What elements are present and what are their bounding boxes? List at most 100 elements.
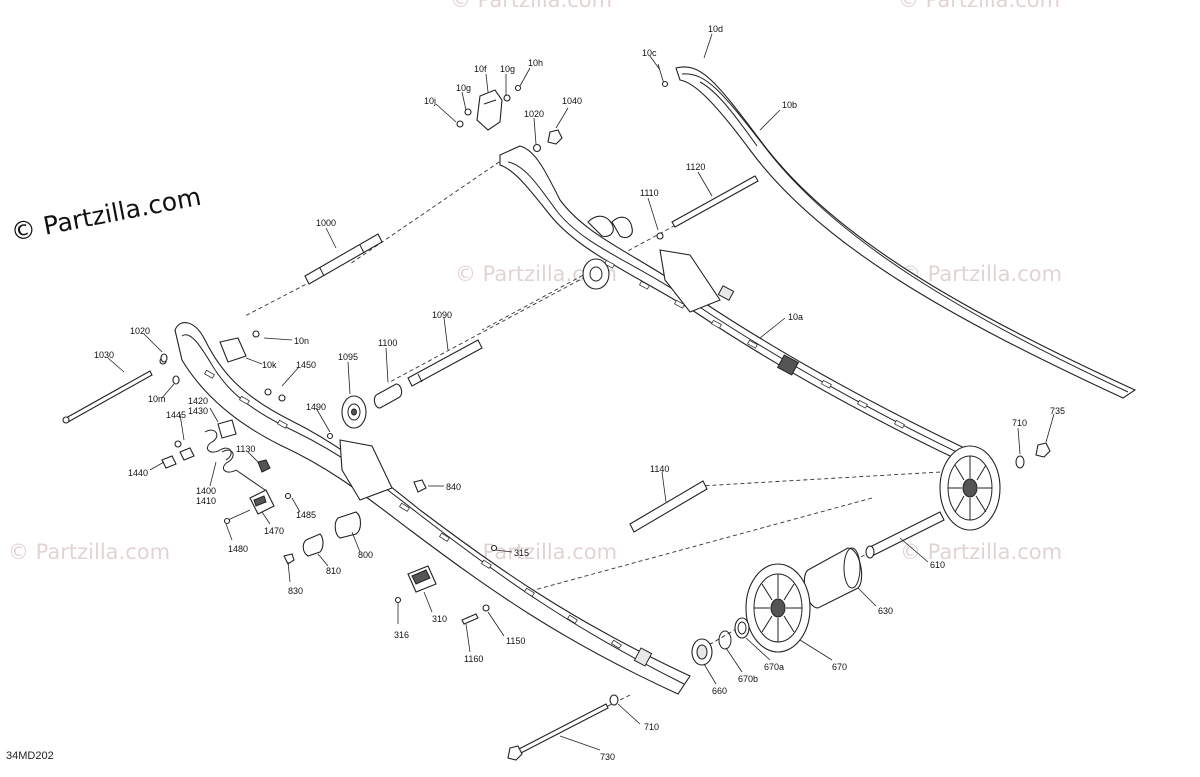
label-1490: 1490 [306,402,326,412]
label-1480: 1480 [228,544,248,554]
screw-1480 [223,509,251,525]
label-10k: 10k [262,360,277,370]
nut-840 [413,479,427,493]
label-10g-top: 10g [500,64,515,74]
bolt-1150-1160 [461,604,490,625]
label-670b: 670b [738,674,758,684]
shaft-1000 [304,233,383,285]
label-630: 630 [878,606,893,616]
label-1095: 1095 [338,352,358,362]
label-610: 610 [930,560,945,570]
shaft-1090 [407,339,483,387]
washer-nut-710-735 [1015,442,1051,469]
watermark: © Partzilla.com [450,0,613,12]
leader-lines [107,33,1055,751]
label-1090: 1090 [432,310,452,320]
stopper-10k [219,330,260,363]
label-1020-left: 1020 [130,326,150,336]
label-10c: 10c [642,48,657,58]
label-1120: 1120 [686,162,705,172]
screw-10c [657,63,669,88]
label-10d: 10d [708,24,723,34]
bolts-1440-1445 [161,440,195,469]
label-10n: 10n [294,336,309,346]
part-number-labels: 10d 10c 10b 10a 10f 10g 10h 10g 10j 1020… [94,24,1065,762]
long-bolt-730 [507,694,619,761]
label-660: 660 [712,686,727,696]
label-710-bottom: 710 [644,722,659,732]
rear-idler-wheel-670 [745,563,811,653]
label-1485: 1485 [296,510,316,520]
axle-610 [865,511,945,559]
wheel-upper-right [582,258,610,290]
washer-nut-1020-1040 [532,129,563,153]
label-10f: 10f [474,64,487,74]
label-1140: 1140 [650,464,669,474]
label-10a: 10a [788,312,803,322]
label-10b: 10b [782,100,797,110]
label-1400: 1400 [196,486,216,496]
spacer-1100 [373,383,403,409]
label-310: 310 [432,614,447,624]
right-rail-10a [499,145,991,473]
shaft-1140 [629,480,708,533]
spacer-630 [803,547,863,609]
watermark: © Partzilla.com [898,0,1061,12]
screw-315 [490,544,498,552]
label-730: 730 [600,752,615,762]
hub-660 [691,638,713,666]
label-1100: 1100 [378,338,397,348]
label-1110: 1110 [640,188,659,198]
label-1430: 1430 [188,406,208,416]
label-1410: 1410 [196,496,216,506]
label-1130: 1130 [236,444,255,454]
label-10m: 10m [148,394,166,404]
label-800: 800 [358,550,373,560]
springs-1400-1430 [204,419,266,491]
shaft-1120 [656,175,759,240]
right-rail-slots [603,259,905,429]
label-710-right: 710 [1012,418,1027,428]
washers-10m-1020 [160,353,180,385]
label-316: 316 [394,630,409,640]
label-10g-mid: 10g [456,83,471,93]
label-1470: 1470 [264,526,284,536]
label-10j: 10j [424,96,436,106]
label-670: 670 [832,662,847,672]
ring-670a [734,617,750,639]
wheel-1095 [341,395,367,429]
label-1020-top: 1020 [524,109,544,119]
watermark: © Partzilla.com [900,540,1063,564]
label-1160: 1160 [464,654,483,664]
label-670a: 670a [764,662,784,672]
label-1000: 1000 [316,218,336,228]
label-735: 735 [1050,406,1065,416]
label-840: 840 [446,482,461,492]
label-830: 830 [288,586,303,596]
label-1420: 1420 [188,396,208,406]
bolts-1450 [264,388,286,402]
label-1150: 1150 [506,636,525,646]
stopper-block-10f [456,84,522,131]
left-rail-slots [203,369,622,649]
rear-idler-wheel-right [939,445,1001,531]
slider-310-316 [394,565,437,604]
label-1030: 1030 [94,350,114,360]
label-1040: 1040 [562,96,582,106]
circlip-670b [718,630,732,650]
small-parts-1485-1490 [284,432,334,500]
label-1450: 1450 [296,360,316,370]
diagram-code: 34MD202 [6,750,54,762]
left-rail [174,322,691,695]
long-bolt-1030 [62,357,167,424]
slider-800-810-830 [283,511,362,565]
bracket-1470 [249,489,275,515]
label-1440: 1440 [128,468,148,478]
label-10h: 10h [528,58,543,68]
nut-1130 [257,459,271,473]
watermark: © Partzilla.com [8,540,171,564]
label-810: 810 [326,566,341,576]
slide-rail-10b [675,66,1137,399]
